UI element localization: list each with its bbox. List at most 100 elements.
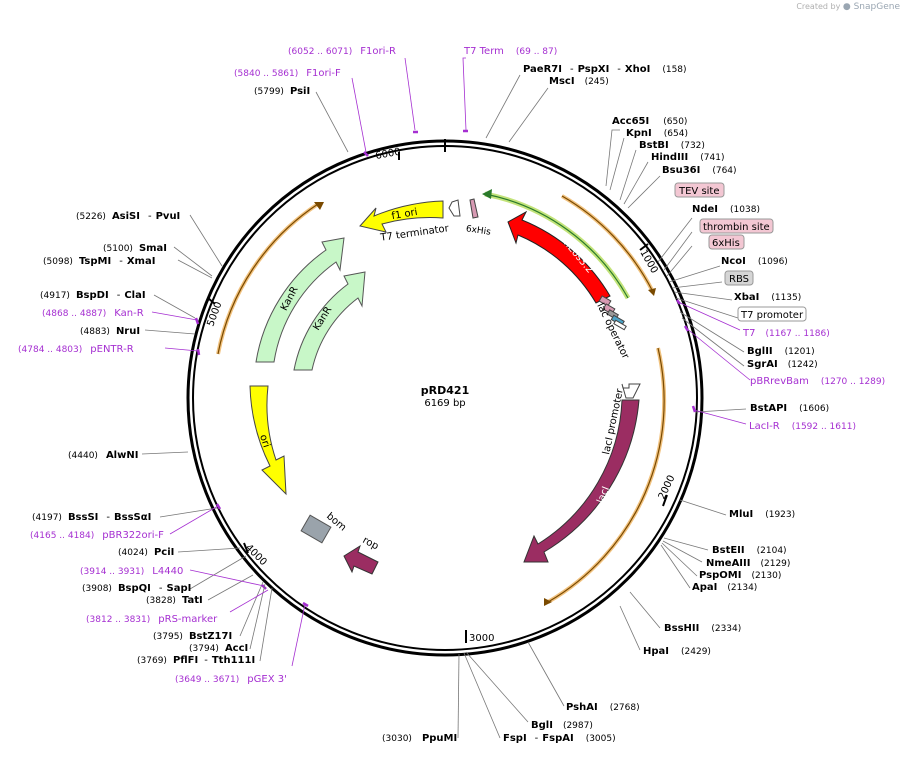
primer-t7-pos: (1167 .. 1186) — [765, 329, 829, 339]
site-acci: AccI — [225, 643, 248, 654]
orange-arrowhead-left — [314, 202, 324, 210]
f1ori-label: f1 ori — [391, 207, 419, 222]
bom-feature — [300, 514, 332, 544]
site-hpai: HpaI — [643, 646, 669, 657]
kanr-feature-outer — [255, 237, 345, 363]
t7prom-label: T7 promoter — [740, 310, 804, 321]
site-apai: ApaI — [692, 582, 717, 593]
svg-text:MscI(245): MscI(245) — [549, 76, 609, 87]
site-sgrai: SgrAI — [747, 359, 778, 370]
svg-text:KpnI(654): KpnI(654) — [626, 128, 688, 139]
svg-text:(3649 .. 3671)pGEX 3': (3649 .. 3671)pGEX 3' — [175, 674, 287, 685]
primer-f1orir-pos: (6052 .. 6071) — [288, 47, 352, 57]
pos-2130: (2130) — [751, 571, 781, 581]
svg-text:BstEII(2104): BstEII(2104) — [712, 545, 787, 556]
svg-text:BstBI(732): BstBI(732) — [639, 140, 705, 151]
thrombin-box — [699, 218, 774, 234]
primer-pentrr: pENTR-R — [90, 344, 133, 355]
site-tspmi: TspMI — [79, 256, 111, 267]
svg-text:BstAPI(1606): BstAPI(1606) — [750, 403, 829, 414]
snapgene-logo: ● SnapGene — [842, 2, 900, 12]
svg-text:PshAI(2768): PshAI(2768) — [566, 702, 640, 713]
svg-text:BglI(2987): BglI(2987) — [531, 720, 593, 731]
site-tth111i: Tth111I — [212, 655, 255, 666]
primer-pgex-mark — [302, 601, 309, 608]
site-clai: ClaI — [124, 290, 145, 301]
pos-764: (764) — [712, 166, 736, 176]
pos-3769: (3769) — [137, 656, 167, 666]
pos-4024: (4024) — [118, 548, 148, 558]
tick-2000: 2000 — [657, 474, 678, 502]
primer-t7term-pos: (69 .. 87) — [516, 47, 557, 57]
svg-text:HindIII(741): HindIII (741) — [651, 152, 724, 163]
laci-feature — [523, 399, 640, 563]
orange-arrowhead-right — [544, 598, 552, 606]
his-box-label: 6xHis — [712, 238, 740, 249]
pos-2134: (2134) — [727, 583, 757, 593]
site-pcii: PciI — [154, 547, 174, 558]
site-bspdi: BspDI — [76, 290, 109, 301]
svg-text:(3828)TatI: (3828)TatI — [146, 595, 203, 606]
svg-text:(5840 .. 5861)F1ori-F: (5840 .. 5861)F1ori-F — [234, 68, 341, 79]
thrombin-label: thrombin site — [703, 222, 770, 233]
primer-prs-pos: (3812 .. 3831) — [86, 615, 150, 625]
meos-feature — [507, 210, 611, 304]
site-sapi: SapI — [167, 583, 192, 594]
laci-promoter-feature — [621, 383, 641, 399]
svg-text:(4784 .. 4803)pENTR-R: (4784 .. 4803)pENTR-R — [18, 344, 134, 355]
primer-t7: T7 — [742, 328, 755, 339]
site-pvui: PvuI — [156, 211, 181, 222]
his-label: 6xHis — [465, 224, 491, 237]
site-kpni: KpnI — [626, 128, 652, 139]
pos-1096: (1096) — [758, 257, 788, 267]
site-alwni: AlwNI — [106, 450, 139, 461]
primer-pbrrevbam: pBRrevBam — [750, 376, 809, 387]
tick-1000-mark — [639, 243, 649, 251]
his-feature — [469, 198, 479, 219]
svg-text:(4917)BspDI-ClaI: (4917)BspDI-ClaI — [40, 290, 146, 301]
primer-lacir: LacI-R — [749, 421, 780, 432]
tev-label: TEV site — [678, 186, 720, 197]
site-fspi: FspI — [503, 733, 527, 744]
site-nrui: NruI — [116, 326, 140, 337]
site-pspxi: PspXI — [578, 64, 610, 75]
svg-text:BglII(1201): BglII(1201) — [747, 346, 815, 357]
svg-text:NmeAIII(2129): NmeAIII (2129) — [706, 558, 790, 569]
orange-arc-left-line — [217, 203, 319, 355]
site-xbai: XbaI — [734, 292, 759, 303]
svg-text:(5226)AsiSI-PvuI: (5226)AsiSI-PvuI — [76, 211, 180, 222]
pos-4917: (4917) — [40, 291, 70, 301]
ori-feature — [249, 385, 287, 496]
svg-text:(4024)PciI: (4024) PciI — [118, 547, 174, 558]
pos-5100: (5100) — [103, 244, 133, 254]
pos-158: (158) — [662, 65, 686, 75]
primer-pentrr-mark — [196, 348, 201, 356]
site-ppumi: PpuMI — [422, 733, 457, 744]
site-nmeaiii: NmeAIII — [706, 558, 750, 569]
pos-5098: (5098) — [43, 257, 73, 267]
site-xhoi: XhoI — [625, 64, 650, 75]
primer-pbr322: pBR322ori-F — [102, 530, 164, 541]
pos-741: (741) — [700, 153, 724, 163]
pos-3908: (3908) — [82, 584, 112, 594]
svg-text:(3914 .. 3931)L4440: (3914 .. 3931)L4440 — [80, 566, 183, 577]
site-hindiii: HindIII — [651, 152, 688, 163]
site-bgli: BglI — [531, 720, 553, 731]
f1ori-feature — [359, 200, 444, 233]
primer-leader-lines — [151, 57, 751, 667]
pos-650: (650) — [663, 117, 687, 127]
pos-1242: (1242) — [788, 360, 818, 370]
svg-text:MluI(1923): MluI(1923) — [729, 509, 795, 520]
primer-kanr: Kan-R — [114, 308, 143, 319]
pos-3030: (3030) — [382, 734, 412, 744]
pos-245: (245) — [585, 77, 609, 87]
pos-2129: (2129) — [760, 559, 790, 569]
pos-5226: (5226) — [76, 212, 106, 222]
svg-text:pBRrevBam(1270 .. 1289): pBRrevBam(1270 .. 1289) — [750, 376, 885, 387]
orange-arc-top — [561, 194, 654, 291]
primer-pbr322-mark — [215, 503, 222, 510]
svg-text:(3812 .. 3831)pRS-marker: (3812 .. 3831)pRS-marker — [86, 614, 218, 625]
svg-text:Bsu36I(764): Bsu36I(764) — [662, 165, 737, 176]
pos-2768: (2768) — [610, 703, 640, 713]
